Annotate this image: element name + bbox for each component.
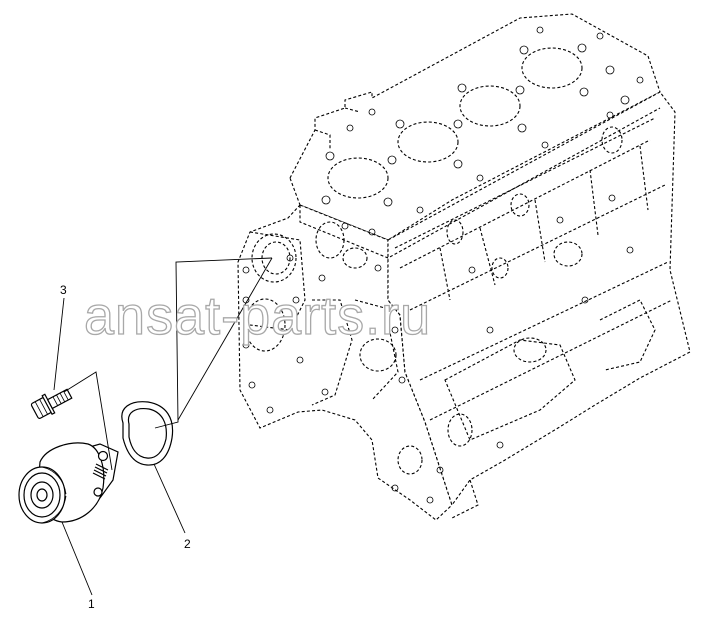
head-bolt-holes: [321, 26, 644, 214]
watermark-text: ansat-parts.ru: [84, 286, 431, 346]
gasket: [121, 401, 174, 466]
bolt-alignment-line: [63, 371, 113, 471]
gasket-alignment-line: [154, 257, 273, 429]
flange-bolt-thread: [92, 463, 109, 480]
gasket-outer: [121, 401, 174, 466]
cylinder-bore-2: [397, 121, 459, 163]
gasket-axis-line: [177, 257, 273, 421]
front-face-details: [242, 221, 406, 414]
callout-3-leader: [53, 297, 65, 391]
bolt: [30, 388, 73, 419]
cylinder-bore-1: [327, 157, 389, 199]
pump-pulley-rim: [23, 472, 61, 518]
block-right-side: [387, 91, 691, 507]
leader-lines: [53, 257, 273, 596]
flange-hole: [93, 487, 103, 497]
callout-label-1: 1: [88, 597, 95, 611]
bolt-shank: [46, 388, 73, 410]
cylinder-bore-3: [459, 85, 521, 127]
cylinder-bore-4: [521, 47, 583, 89]
callout-label-3: 3: [60, 283, 67, 297]
pump-mounting-bore: [251, 233, 297, 283]
flange-hole: [97, 450, 109, 462]
callout-2-leader: [153, 463, 186, 534]
callout-label-2: 2: [184, 537, 191, 551]
callout-1-leader: [61, 521, 93, 596]
engine-block: [237, 13, 691, 521]
deck-step: [314, 107, 361, 150]
block-top-deck: [289, 13, 661, 241]
gasket-inner: [127, 407, 167, 459]
water-pump: [18, 442, 119, 524]
right-side-details: [391, 117, 673, 519]
pump-shaft: [36, 488, 48, 502]
